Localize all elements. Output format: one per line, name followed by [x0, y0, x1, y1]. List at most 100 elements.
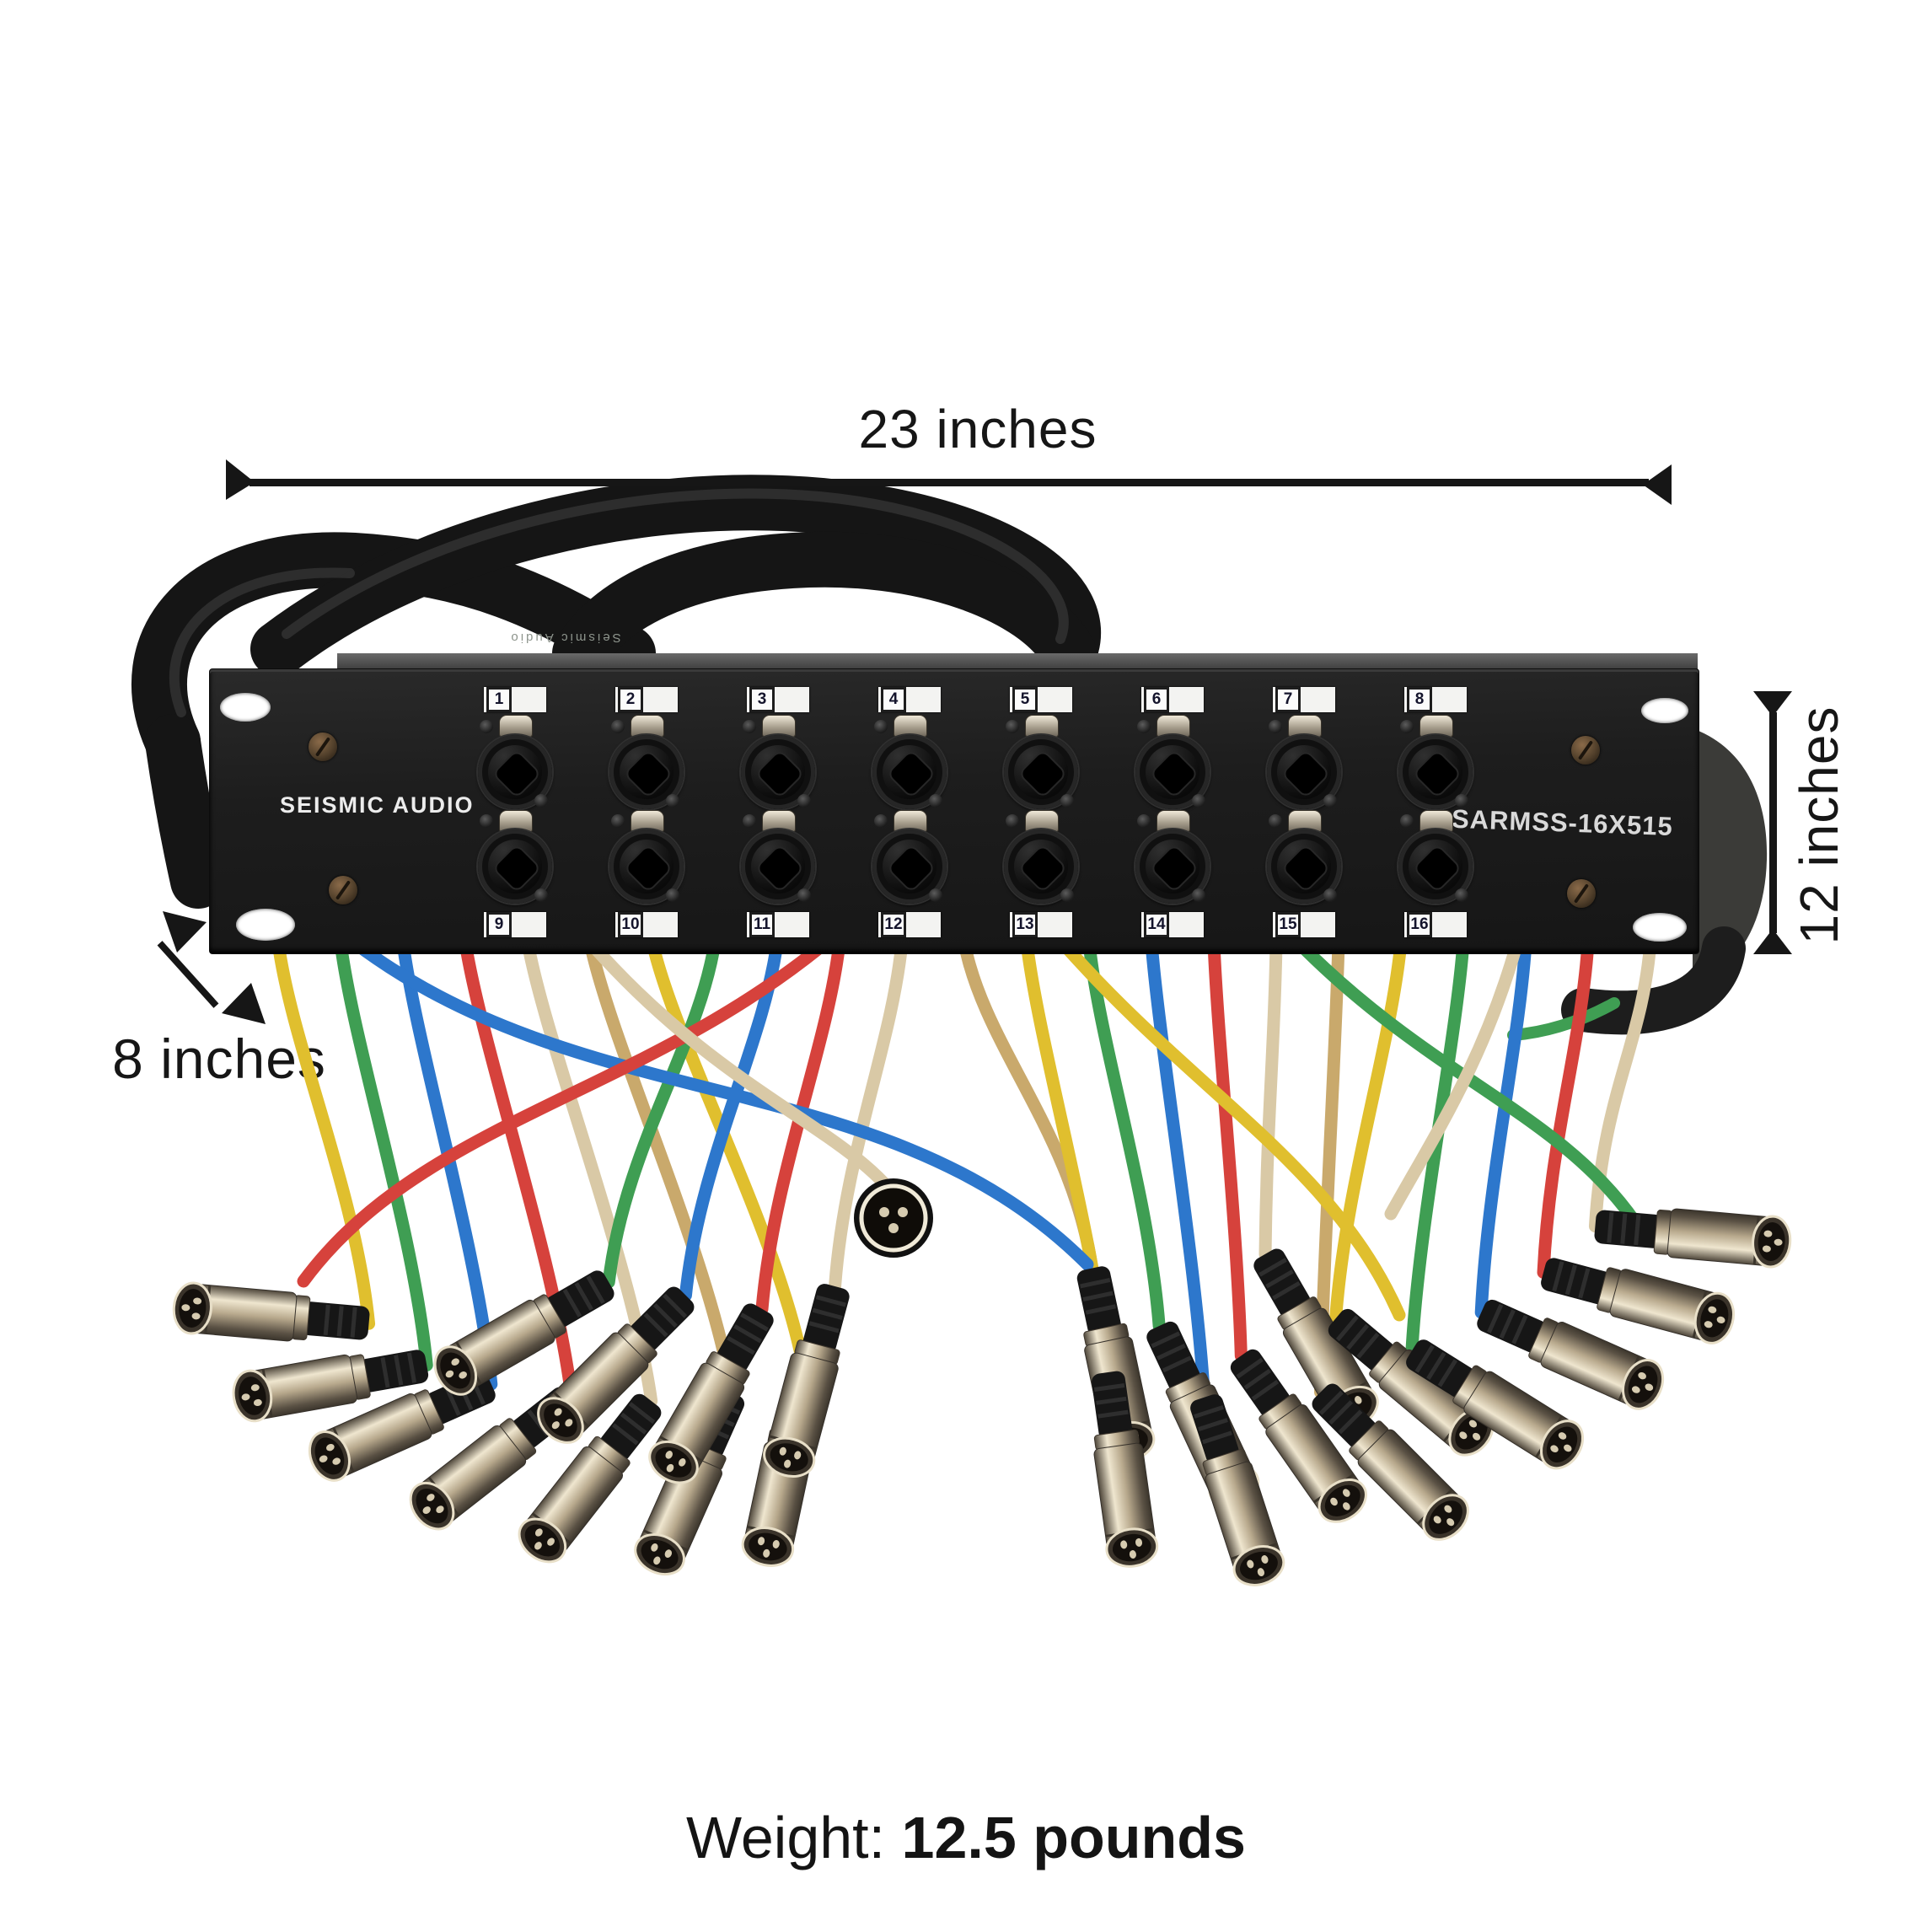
- channel-number: 3: [749, 687, 775, 712]
- channel-label: 11: [747, 912, 809, 937]
- panel-screw: [1567, 879, 1596, 908]
- fanout-wire: [829, 936, 909, 1293]
- channel-label: 15: [1273, 912, 1335, 937]
- combo-jack-unit: 15: [1253, 810, 1355, 949]
- combo-jack-unit: 6: [1122, 687, 1223, 826]
- jack-mounting-screw: [874, 720, 888, 733]
- jack-mounting-screw: [1192, 888, 1205, 902]
- channel-number: 10: [618, 912, 643, 937]
- rack-ear-slot: [236, 909, 295, 941]
- combo-jack-unit: 12: [859, 810, 960, 949]
- combo-jack-unit: 10: [596, 810, 697, 949]
- height-dimension-arrow: [1753, 691, 1792, 954]
- jack-mounting-screw: [1137, 814, 1151, 828]
- jack-mounting-screw: [797, 794, 811, 808]
- latch-release-button: [1288, 810, 1322, 833]
- xlr-male-connector: [1477, 1299, 1665, 1410]
- jack-mounting-screw: [611, 720, 625, 733]
- channel-label: 2: [615, 687, 678, 712]
- fanout-wire: [1055, 936, 1406, 1322]
- rack-top-edge: [337, 653, 1698, 670]
- channel-label: 4: [878, 687, 941, 712]
- jack-mounting-screw: [743, 814, 756, 828]
- channel-label: 14: [1141, 912, 1204, 937]
- channel-label: 3: [747, 687, 809, 712]
- jack-mounting-screw: [1060, 888, 1074, 902]
- channel-label: 16: [1404, 912, 1467, 937]
- channel-label: 12: [878, 912, 941, 937]
- jack-mounting-screw: [480, 814, 493, 828]
- rack-ear-slot: [220, 693, 271, 722]
- combo-jack-unit: 4: [859, 687, 960, 826]
- fanout-wire: [1291, 936, 1642, 1229]
- combo-jack-unit: 8: [1385, 687, 1486, 826]
- jack-mounting-screw: [929, 888, 942, 902]
- channel-number: 11: [749, 912, 775, 937]
- channel-number: 8: [1407, 687, 1432, 712]
- weight-value: 12.5 pounds: [901, 1805, 1246, 1870]
- fanout-wire: [1207, 936, 1248, 1362]
- jack-mounting-screw: [1060, 794, 1074, 808]
- rack-panel: [209, 668, 1699, 954]
- xlr-male-connector: [518, 1393, 662, 1564]
- fanout-wire: [1537, 936, 1595, 1279]
- channel-number: 5: [1012, 687, 1038, 712]
- latch-release-button: [631, 810, 664, 833]
- combo-jack-unit: 14: [1122, 810, 1223, 949]
- channel-number: 4: [881, 687, 906, 712]
- jack-mounting-screw: [874, 814, 888, 828]
- channel-label: 5: [1010, 687, 1072, 712]
- xlr-male-connector: [537, 1286, 695, 1444]
- jack-mounting-screw: [1400, 814, 1414, 828]
- latch-release-button: [894, 810, 927, 833]
- combo-jack-unit: 13: [990, 810, 1092, 949]
- xlr-male-connector: [1092, 1371, 1159, 1568]
- xlr-male-connector: [1190, 1394, 1285, 1586]
- combo-jack-unit: 5: [990, 687, 1092, 826]
- jack-mounting-screw: [1400, 720, 1414, 733]
- latch-release-button: [1419, 715, 1453, 738]
- xlr-male-connector: [1312, 1383, 1469, 1541]
- jack-mounting-screw: [1455, 888, 1468, 902]
- combo-jack-unit: 16: [1385, 810, 1486, 949]
- panel-screw: [309, 733, 337, 761]
- combo-jack-unit: 2: [596, 687, 697, 826]
- jack-mounting-screw: [1269, 720, 1282, 733]
- fanout-wire: [583, 936, 909, 1212]
- channel-label: 13: [1010, 912, 1072, 937]
- panel-screw: [1571, 736, 1600, 765]
- xlr-male-connector-face: [854, 1178, 933, 1258]
- jack-mounting-screw: [1192, 794, 1205, 808]
- latch-release-button: [1419, 810, 1453, 833]
- jack-mounting-screw: [1455, 794, 1468, 808]
- jack-mounting-screw: [797, 888, 811, 902]
- channel-number: 13: [1012, 912, 1038, 937]
- fanout-wire: [459, 936, 578, 1403]
- fanout-wire: [1258, 936, 1283, 1261]
- fanout-wire: [583, 936, 738, 1399]
- combo-jack-unit: 1: [464, 687, 566, 826]
- xlr-male-connector: [648, 1303, 774, 1484]
- combo-jack-unit: 7: [1253, 687, 1355, 826]
- rack-ear-slot: [1633, 913, 1687, 942]
- channel-number: 16: [1407, 912, 1432, 937]
- channel-label: 8: [1404, 687, 1467, 712]
- jack-mounting-screw: [1323, 794, 1337, 808]
- jack-mounting-screw: [666, 794, 679, 808]
- fanout-wire: [602, 936, 722, 1289]
- channel-number: 9: [486, 912, 512, 937]
- channel-number: 6: [1144, 687, 1169, 712]
- xlr-male-connector: [232, 1350, 429, 1423]
- latch-release-button: [499, 810, 533, 833]
- depth-dimension-label: 8 inches: [112, 1028, 326, 1090]
- width-dimension-arrow: [226, 459, 1672, 505]
- fanout-wire: [297, 936, 833, 1288]
- fanout-wire: [646, 936, 812, 1381]
- jack-mounting-screw: [534, 794, 548, 808]
- channel-number: 14: [1144, 912, 1169, 937]
- weight-text: Weight: 12.5 pounds: [0, 1804, 1932, 1871]
